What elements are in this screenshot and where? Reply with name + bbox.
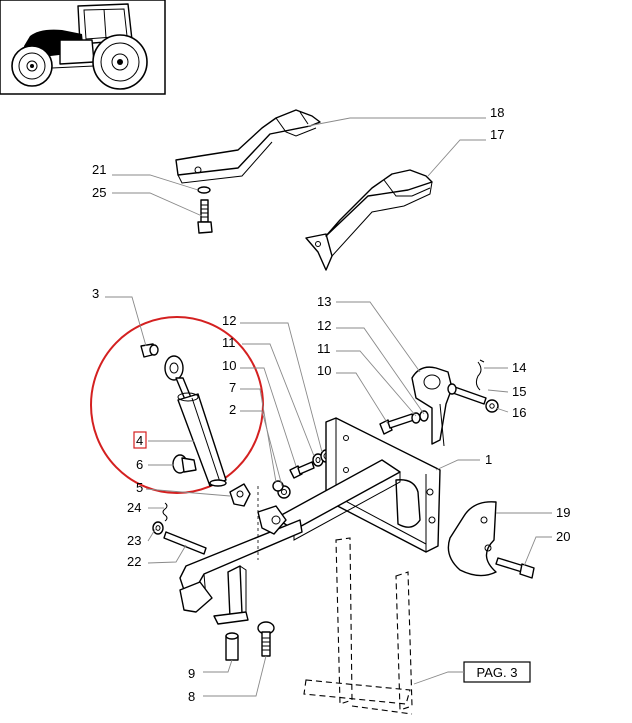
- callout-7[interactable]: 7: [229, 380, 236, 395]
- part-9-bushing[interactable]: [225, 632, 239, 661]
- part-25-bolt[interactable]: [197, 199, 213, 234]
- callout-10-right[interactable]: 10: [317, 363, 331, 378]
- part-8-bolt[interactable]: [257, 621, 275, 657]
- part-10-bolt[interactable]: [289, 461, 315, 479]
- part-17-lower-arm[interactable]: [305, 169, 433, 271]
- callout-12-right[interactable]: 12: [317, 318, 331, 333]
- callout-14[interactable]: 14: [512, 360, 526, 375]
- part-22-rod[interactable]: [163, 531, 207, 555]
- callout-1[interactable]: 1: [485, 452, 492, 467]
- callout-6[interactable]: 6: [136, 457, 143, 472]
- callout-3[interactable]: 3: [92, 286, 99, 301]
- page-reference-label: PAG. 3: [477, 665, 518, 680]
- callout-numbers: 18 17 21 25 3 4 6 5 24 23 22 12 11 10 7 …: [92, 105, 570, 704]
- part-19-guard-plate[interactable]: [447, 501, 497, 577]
- part-20-bolt[interactable]: [495, 557, 535, 579]
- callout-4-box: [133, 431, 147, 449]
- part-3-bushing[interactable]: [140, 343, 159, 358]
- part-6-pin[interactable]: [172, 454, 197, 474]
- callout-12-left[interactable]: 12: [222, 313, 236, 328]
- tractor-thumbnail[interactable]: [0, 0, 166, 95]
- part-10-bolt-upper[interactable]: [379, 413, 415, 435]
- callout-24[interactable]: 24: [127, 500, 141, 515]
- part-21-washer[interactable]: [197, 186, 211, 194]
- callout-4[interactable]: 4: [136, 433, 143, 448]
- part-24-spring-clip[interactable]: [162, 502, 168, 522]
- part-13-hinge-bracket[interactable]: [411, 366, 453, 447]
- callout-21[interactable]: 21: [92, 162, 106, 177]
- part-23-washer[interactable]: [152, 521, 164, 535]
- callout-13[interactable]: 13: [317, 294, 331, 309]
- part-4-gas-cylinder[interactable]: [164, 355, 227, 487]
- part-15-pin[interactable]: [447, 383, 487, 405]
- callout-9[interactable]: 9: [188, 666, 195, 681]
- callout-8[interactable]: 8: [188, 689, 195, 704]
- part-5-bracket[interactable]: [229, 483, 251, 507]
- callout-17[interactable]: 17: [490, 127, 504, 142]
- callout-23[interactable]: 23: [127, 533, 141, 548]
- callout-19[interactable]: 19: [556, 505, 570, 520]
- part-18-upper-arm[interactable]: [175, 109, 321, 184]
- callout-20[interactable]: 20: [556, 529, 570, 544]
- part-1-main-frame[interactable]: [179, 417, 441, 625]
- callout-18[interactable]: 18: [490, 105, 504, 120]
- callout-5[interactable]: 5: [136, 480, 143, 495]
- part-16-washer[interactable]: [485, 399, 499, 413]
- callout-10-left[interactable]: 10: [222, 358, 236, 373]
- callout-25[interactable]: 25: [92, 185, 106, 200]
- part-7-washer[interactable]: [272, 480, 284, 492]
- part-12-washer-upper[interactable]: [419, 410, 429, 422]
- dashed-lift-frame: [303, 537, 413, 715]
- part-14-r-clip[interactable]: [475, 359, 485, 391]
- callout-22[interactable]: 22: [127, 554, 141, 569]
- page-reference-box[interactable]: PAG. 3: [463, 661, 531, 683]
- callout-15[interactable]: 15: [512, 384, 526, 399]
- callout-11-right[interactable]: 11: [317, 341, 331, 356]
- part-11-washer-upper[interactable]: [411, 412, 421, 424]
- callout-16[interactable]: 16: [512, 405, 526, 420]
- callout-11-left[interactable]: 11: [222, 335, 236, 350]
- leader-lines: [105, 117, 552, 697]
- callout-2[interactable]: 2: [229, 402, 236, 417]
